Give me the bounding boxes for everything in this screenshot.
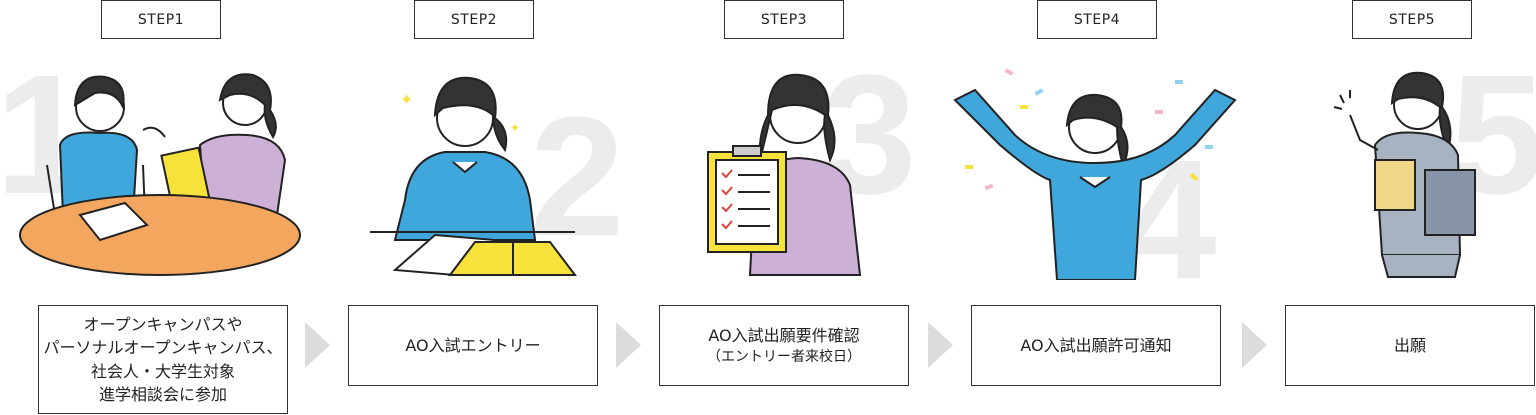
- checklist-illustration: [707, 73, 862, 276]
- step2-description: AO入試エントリー: [348, 305, 598, 386]
- step4-label: STEP4: [1037, 0, 1157, 39]
- entry-illustration: ✦ ✦: [370, 76, 578, 277]
- step4-title: AO入試出願許可通知: [1020, 335, 1172, 355]
- step4-description: AO入試出願許可通知: [971, 305, 1221, 386]
- step1-line-2: パーソナルオープンキャンパス、: [43, 338, 283, 358]
- step3-title: AO入試出願要件確認: [708, 325, 860, 345]
- step1-line-1: オープンキャンパスや: [83, 315, 243, 335]
- step3-description: AO入試出願要件確認 （エントリー者来校日）: [659, 305, 909, 386]
- step1-line-4: 進学相談会に参加: [98, 384, 227, 404]
- step5-description: 出願: [1285, 305, 1535, 386]
- consultation-illustration: [19, 73, 301, 276]
- arrow-right-icon: [616, 322, 641, 368]
- svg-text:✦: ✦: [510, 121, 520, 135]
- arrow-right-icon: [928, 322, 953, 368]
- svg-text:✦: ✦: [400, 90, 413, 109]
- arrow-right-icon: [1242, 322, 1267, 368]
- celebration-illustration: [953, 68, 1237, 280]
- step2-label: STEP2: [414, 0, 534, 39]
- step1-label: STEP1: [101, 0, 221, 39]
- arrow-right-icon: [305, 322, 330, 368]
- step5-title: 出願: [1393, 335, 1426, 355]
- step2-number: 2: [530, 82, 625, 272]
- step3-subtitle: （エントリー者来校日）: [707, 348, 861, 365]
- step2-title: AO入試エントリー: [405, 335, 541, 355]
- step5-label: STEP5: [1352, 0, 1472, 39]
- application-illustration: [1333, 71, 1476, 278]
- step3-label: STEP3: [724, 0, 844, 39]
- step1-line-3: 社会人・大学生対象: [90, 361, 235, 381]
- step1-description: オープンキャンパスや パーソナルオープンキャンパス、 社会人・大学生対象 進学相…: [38, 305, 288, 414]
